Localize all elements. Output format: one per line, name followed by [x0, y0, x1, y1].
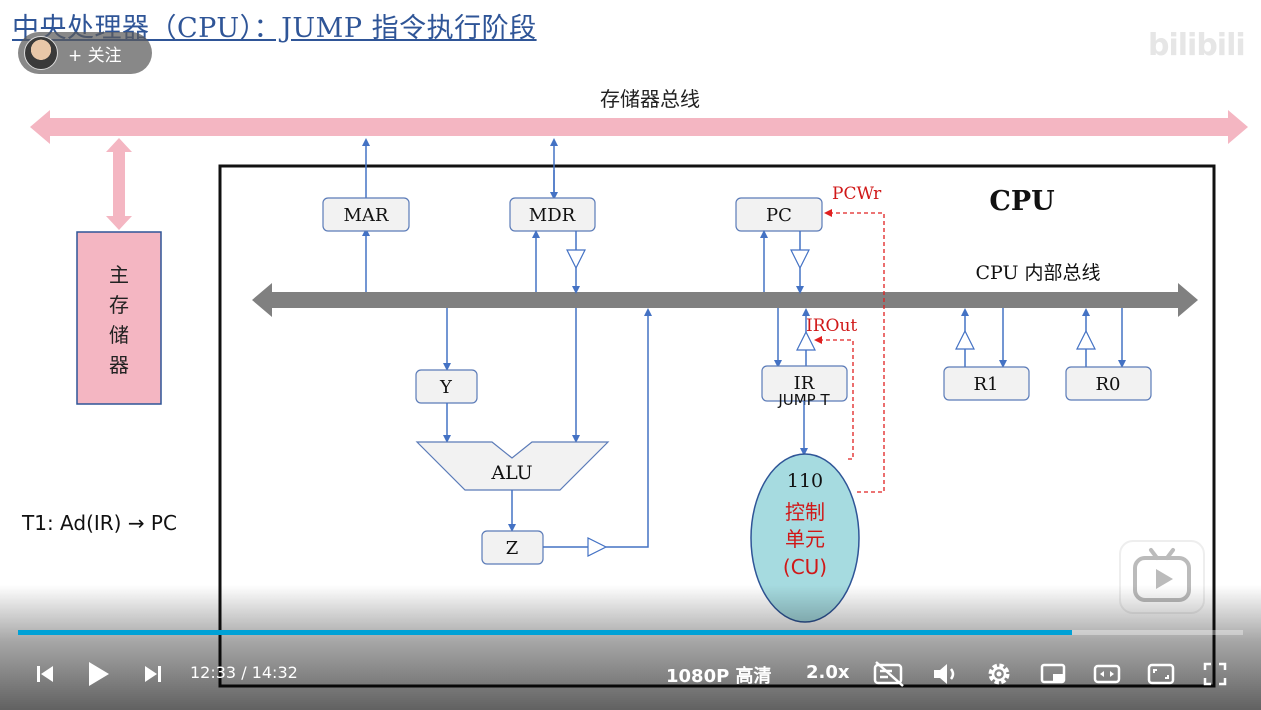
mdr-out-gate-icon [566, 249, 586, 270]
main-memory-char-1: 主 [109, 263, 129, 287]
previous-button[interactable] [32, 661, 58, 687]
pcwr-control-line [824, 209, 885, 493]
main-memory-char-3: 储 [109, 323, 129, 347]
progress-fill [18, 630, 1072, 635]
time-separator: / [241, 663, 247, 682]
z-to-bus-wire [606, 308, 652, 548]
mar-label: MAR [344, 205, 389, 226]
memory-bus [30, 110, 1248, 144]
z-label: Z [506, 538, 519, 559]
picture-in-picture-icon [1040, 663, 1066, 684]
memory-bus-label: 存储器总线 [600, 87, 700, 111]
pip-button[interactable] [1038, 660, 1068, 688]
y-label: Y [439, 377, 453, 398]
time-display: 12:33 / 14:32 [190, 663, 298, 682]
pc-label: PC [766, 205, 792, 226]
cu-label-line-1: 控制 [785, 500, 825, 524]
r1-label: R1 [973, 374, 998, 395]
main-memory-char-2: 存 [109, 293, 129, 317]
r1-register [943, 366, 1030, 401]
widescreen-icon [1093, 664, 1121, 684]
internal-bus [252, 283, 1198, 317]
speed-selector[interactable]: 2.0x [806, 662, 850, 683]
cu-label-line-3: (CU) [783, 555, 827, 579]
web-fullscreen-button[interactable] [1146, 660, 1176, 688]
skip-back-icon [37, 666, 53, 682]
ir-sub-label: JUMP T [777, 391, 830, 409]
step-description: T1: Ad(IR) → PC [21, 511, 177, 535]
cpu-label: CPU [989, 186, 1054, 217]
r0-out-gate-icon [1076, 329, 1096, 350]
ir-out-gate-icon [796, 330, 816, 351]
cu-label-line-2: 单元 [785, 527, 825, 551]
pc-out-gate-icon [790, 249, 810, 270]
play-button[interactable] [82, 658, 114, 690]
site-watermark: bilibili [1148, 28, 1246, 63]
alu-label: ALU [490, 462, 532, 484]
main-memory-box [76, 231, 162, 405]
fullscreen-icon [1147, 663, 1175, 685]
total-time: 14:32 [251, 663, 298, 682]
quality-selector[interactable]: 1080P 高清 [666, 666, 772, 687]
mdr-register [509, 197, 596, 232]
main-memory-char-4: 器 [109, 353, 129, 377]
irout-control-line [814, 336, 854, 460]
follow-button[interactable]: + 关注 [18, 32, 152, 74]
z-out-gate-icon [587, 537, 608, 557]
irout-signal-label: IROut [806, 316, 857, 336]
gear-icon [988, 663, 1010, 685]
volume-icon [934, 664, 955, 684]
alu-unit [415, 441, 610, 491]
settings-button[interactable] [984, 660, 1014, 688]
pc-register [735, 197, 823, 232]
volume-button[interactable] [930, 660, 960, 688]
widescreen-button[interactable] [1092, 660, 1122, 688]
mar-register [322, 197, 410, 232]
internal-bus-label: CPU 内部总线 [975, 262, 1100, 284]
r0-label: R0 [1095, 374, 1120, 395]
current-time: 12:33 [190, 663, 237, 682]
expand-icon [1203, 662, 1227, 686]
danmaku-toggle[interactable] [871, 659, 907, 689]
ir-label: IR [794, 373, 815, 394]
fullscreen-button[interactable] [1200, 660, 1230, 688]
skip-forward-icon [145, 666, 161, 682]
r1-out-gate-icon [955, 329, 975, 350]
follow-label: + 关注 [68, 45, 122, 66]
r0-register [1065, 366, 1152, 401]
cu-code: 110 [787, 470, 823, 492]
mdr-label: MDR [529, 205, 576, 226]
play-icon [89, 662, 109, 686]
avatar[interactable] [24, 36, 58, 70]
danmaku-off-icon [873, 661, 904, 687]
player-controls-overlay [0, 585, 1261, 710]
memory-link-arrow [106, 138, 132, 230]
pcwr-signal-label: PCWr [832, 184, 882, 204]
next-button[interactable] [140, 661, 166, 687]
progress-bar[interactable] [18, 630, 1243, 635]
